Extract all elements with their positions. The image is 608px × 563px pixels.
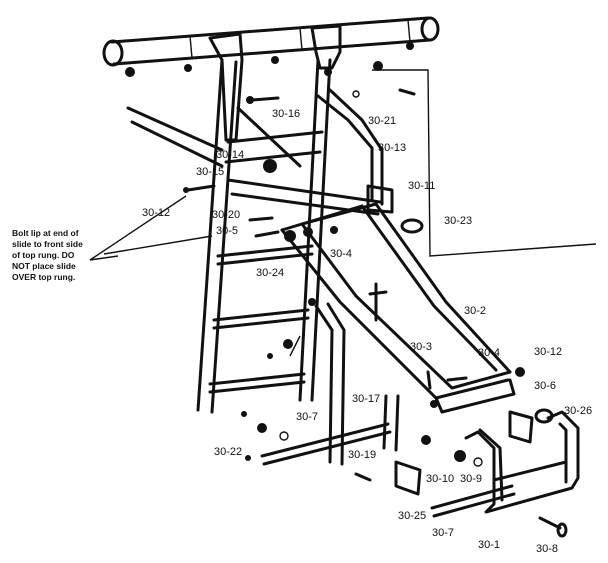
assembly-note: Bolt lip at end of slide to front side o…	[12, 228, 83, 282]
leader-lines	[89, 69, 597, 357]
note-line-1: Bolt lip at end of	[12, 228, 79, 238]
part-label: 30-1	[478, 539, 500, 551]
part-label: 30-4	[478, 347, 500, 359]
part-label: 30-14	[216, 149, 244, 161]
part-labels: 30-16 30-21 30-13 30-14 30-15 30-11 30-1…	[142, 108, 592, 555]
part-label: 30-21	[368, 115, 396, 127]
note-line-3: of top rung. DO	[12, 250, 75, 260]
part-label: 30-26	[564, 405, 592, 417]
part-label: 30-9	[460, 473, 482, 485]
front-bumper	[464, 408, 580, 514]
part-label: 30-20	[212, 209, 240, 221]
foot-brackets	[394, 410, 534, 496]
part-label: 30-7	[432, 527, 454, 539]
part-label: 30-5	[216, 225, 238, 237]
part-label: 30-13	[378, 142, 406, 154]
part-label: 30-10	[426, 473, 454, 485]
part-label: 30-17	[352, 393, 380, 405]
bolt-30-8	[538, 516, 568, 538]
part-label: 30-25	[398, 510, 426, 522]
hardware	[183, 61, 525, 482]
part-label: 30-15	[196, 166, 224, 178]
part-label: 30-22	[214, 446, 242, 458]
note-line-5: OVER top rung.	[12, 272, 75, 282]
part-label: 30-16	[272, 108, 300, 120]
side-beam	[126, 106, 224, 168]
handrail	[236, 88, 384, 206]
part-label: 30-12	[142, 207, 170, 219]
part-label: 30-23	[444, 215, 472, 227]
part-label: 30-3	[410, 341, 432, 353]
part-label: 30-2	[464, 305, 486, 317]
part-label: 30-7	[296, 411, 318, 423]
support-legs	[260, 302, 516, 518]
slide-chute	[280, 202, 516, 414]
note-line-4: NOT place slide	[12, 261, 76, 271]
part-label: 30-11	[408, 180, 435, 192]
part-label: 30-19	[348, 449, 376, 461]
part-label: 30-24	[256, 267, 284, 279]
part-label: 30-4	[330, 248, 352, 260]
part-label: 30-6	[534, 380, 556, 392]
part-label: 30-12	[534, 346, 562, 358]
part-label: 30-8	[536, 543, 558, 555]
note-line-2: slide to front side	[12, 239, 83, 249]
top-beam	[102, 16, 440, 67]
